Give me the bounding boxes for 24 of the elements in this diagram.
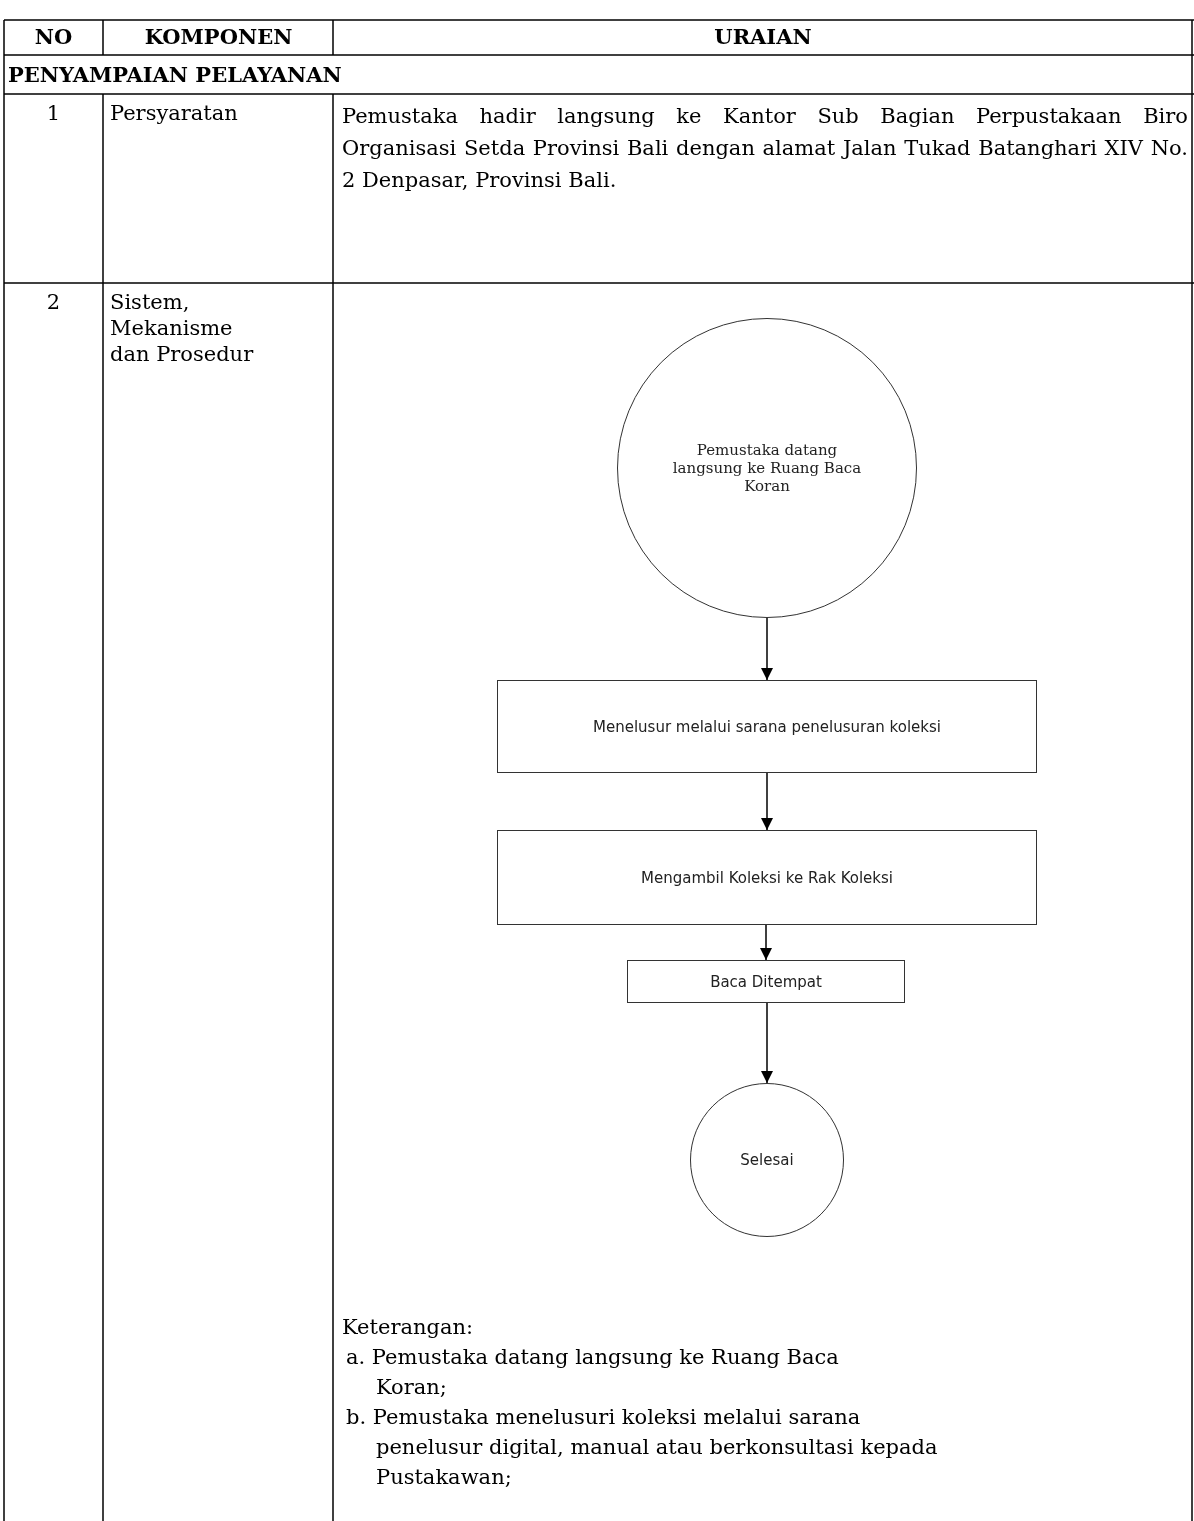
legend-heading: Keterangan: [342, 1314, 475, 1341]
legend-item: b. Pemustaka menelusuri koleksi melalui sarana penelusur digital, manual atau berkonsultasi kepada Pustakawan; [346, 1404, 939, 1491]
column-header: URAIAN [713, 24, 813, 50]
column-header: KOMPONEN [143, 24, 294, 50]
arrow [761, 1002, 773, 1084]
legend-item: a. Pemustaka datang langsung ke Ruang Baca Koran; [346, 1344, 840, 1401]
section-heading: PENYAMPAIAN PELAYANAN [8, 62, 343, 88]
column-header: NO [33, 24, 74, 50]
process-box [497, 680, 1037, 773]
process-box [497, 830, 1037, 925]
node-label: Menelusur melalui sarana penelusuran koleksi [593, 717, 941, 736]
node-label: Selesai [740, 1151, 794, 1169]
process-box [627, 960, 905, 1003]
row-number: 2 [45, 289, 62, 315]
description-text: Pemustaka hadir langsung ke Kantor Sub Bagian Perpustakaan Biro Organisasi Setda Provinsi Bali dengan alamat Jalan Tukad Batanghari XIV No. 2 Denpasar, Provinsi Bali. [342, 103, 1188, 194]
node-label: Mengambil Koleksi ke Rak Koleksi [641, 868, 893, 887]
node-label: Pemustaka datang langsung ke Ruang Baca Koran [671, 441, 863, 495]
arrow [760, 924, 772, 961]
arrow [761, 617, 773, 681]
node-label: Baca Ditempat [710, 972, 822, 991]
component-name: Sistem, Mekanisme dan Prosedur [110, 289, 255, 367]
arrow [761, 772, 773, 831]
row-number: 1 [45, 100, 62, 126]
component-name: Persyaratan [110, 100, 239, 126]
